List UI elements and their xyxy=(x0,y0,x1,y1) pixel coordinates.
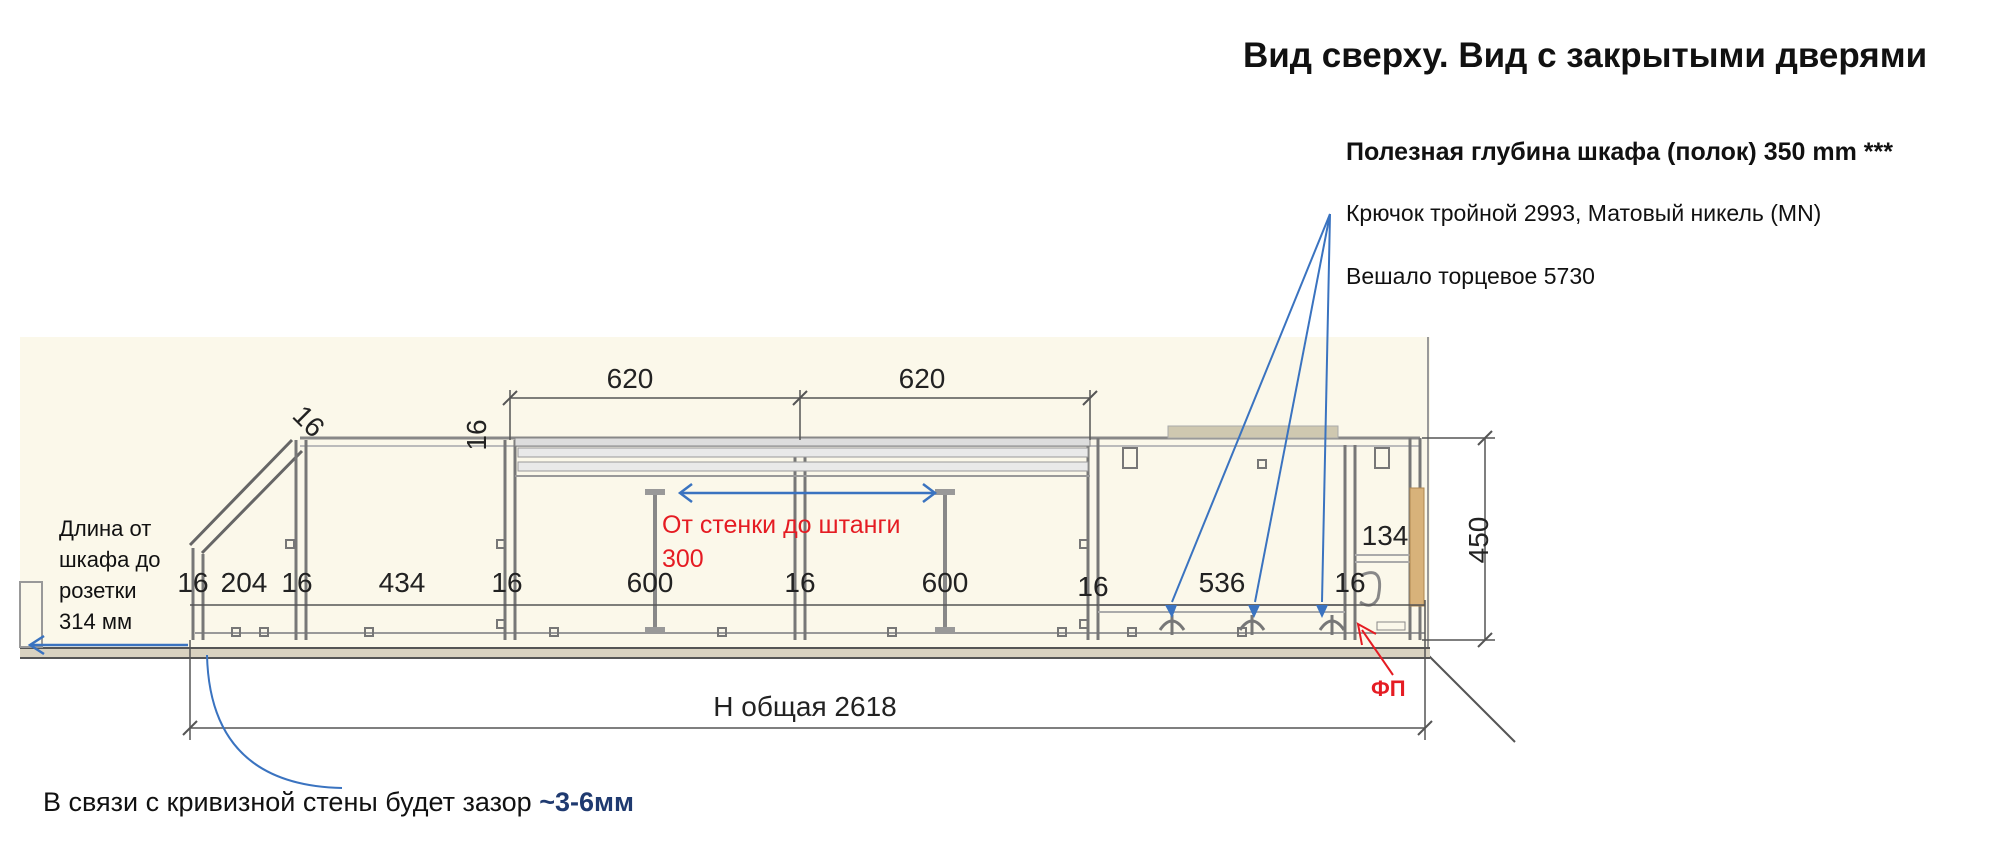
light-rails xyxy=(514,437,1091,477)
dim-row-item: 16 xyxy=(1334,567,1365,598)
rod-distance-note: От стенки до штанги 300 xyxy=(662,508,901,576)
top-block xyxy=(1167,425,1339,439)
dim-row: 16 204 16 434 16 600 16 600 16 536 16 xyxy=(177,567,1365,602)
triple-hooks xyxy=(1158,615,1346,635)
dim-row-item: 16 xyxy=(177,567,208,598)
dim-top-a: 620 xyxy=(607,363,654,394)
dim-panel-top: 16 xyxy=(461,419,492,450)
dim-row-item: 16 xyxy=(784,567,815,598)
dimension-ticks xyxy=(182,390,1493,736)
side-filler xyxy=(1409,487,1425,607)
slanted-panel-inner xyxy=(200,449,304,555)
rod-distance-value: 300 xyxy=(662,545,704,573)
end-hanger-note: Вешало торцевое 5730 xyxy=(1346,263,1595,289)
rod-distance-line: От стенки до штанги xyxy=(662,511,901,539)
socket-length-line: шкафа до xyxy=(59,547,161,572)
hanging-rods xyxy=(653,492,947,630)
socket-distance-arrow xyxy=(27,634,188,656)
dim-row-item: 600 xyxy=(627,567,674,598)
useful-depth-note: Полезная глубина шкафа (полок) 350 mm **… xyxy=(1346,138,1893,166)
wall-gap-note: В связи с кривизной стены будет зазор ~3… xyxy=(43,787,634,818)
dim-row-item: 16 xyxy=(281,567,312,598)
wall-gap-text: В связи с кривизной стены будет зазор xyxy=(43,787,540,817)
page-title: Вид сверху. Вид с закрытыми дверями xyxy=(1243,36,1928,75)
socket-length-note: Длина от шкафа до розетки 314 мм xyxy=(59,513,189,637)
dim-row-item: 434 xyxy=(379,567,426,598)
fp-label: ФП xyxy=(1371,676,1406,701)
dim-depth-450: 450 xyxy=(1463,517,1494,564)
dimension-lines xyxy=(189,390,1495,740)
socket-length-line: 314 мм xyxy=(59,609,133,634)
gap-callout-line xyxy=(206,654,343,789)
fp-arrow xyxy=(1356,622,1394,676)
plan-background xyxy=(20,337,1430,657)
partitions xyxy=(294,438,1422,640)
socket-length-line: розетки xyxy=(59,578,137,603)
dim-top-b: 620 xyxy=(899,363,946,394)
rod-distance-arrow xyxy=(677,483,938,503)
rod-ends xyxy=(645,489,955,633)
connectors xyxy=(231,447,1390,637)
dim-row-item: 16 xyxy=(1077,571,1108,602)
hook-callout-heads xyxy=(1165,605,1328,618)
front-strip xyxy=(20,648,1430,658)
dim-row-item: 16 xyxy=(491,567,522,598)
dim-side-134: 134 xyxy=(1362,520,1409,551)
dim-total: Н общая 2618 xyxy=(713,691,896,722)
wall-corner-line xyxy=(1427,654,1516,743)
hook-callout-lines xyxy=(1171,213,1331,603)
dim-row-item: 536 xyxy=(1199,567,1246,598)
wall-gap-value: ~3-6мм xyxy=(539,787,634,817)
triple-hook-note: Крючок тройной 2993, Матовый никель (MN) xyxy=(1346,200,1822,226)
end-hanger-plate xyxy=(1376,621,1406,631)
dim-row-item: 204 xyxy=(221,567,268,598)
slanted-panel xyxy=(188,438,294,547)
dim-row-item: 600 xyxy=(922,567,969,598)
socket-length-line: Длина от xyxy=(59,516,152,541)
